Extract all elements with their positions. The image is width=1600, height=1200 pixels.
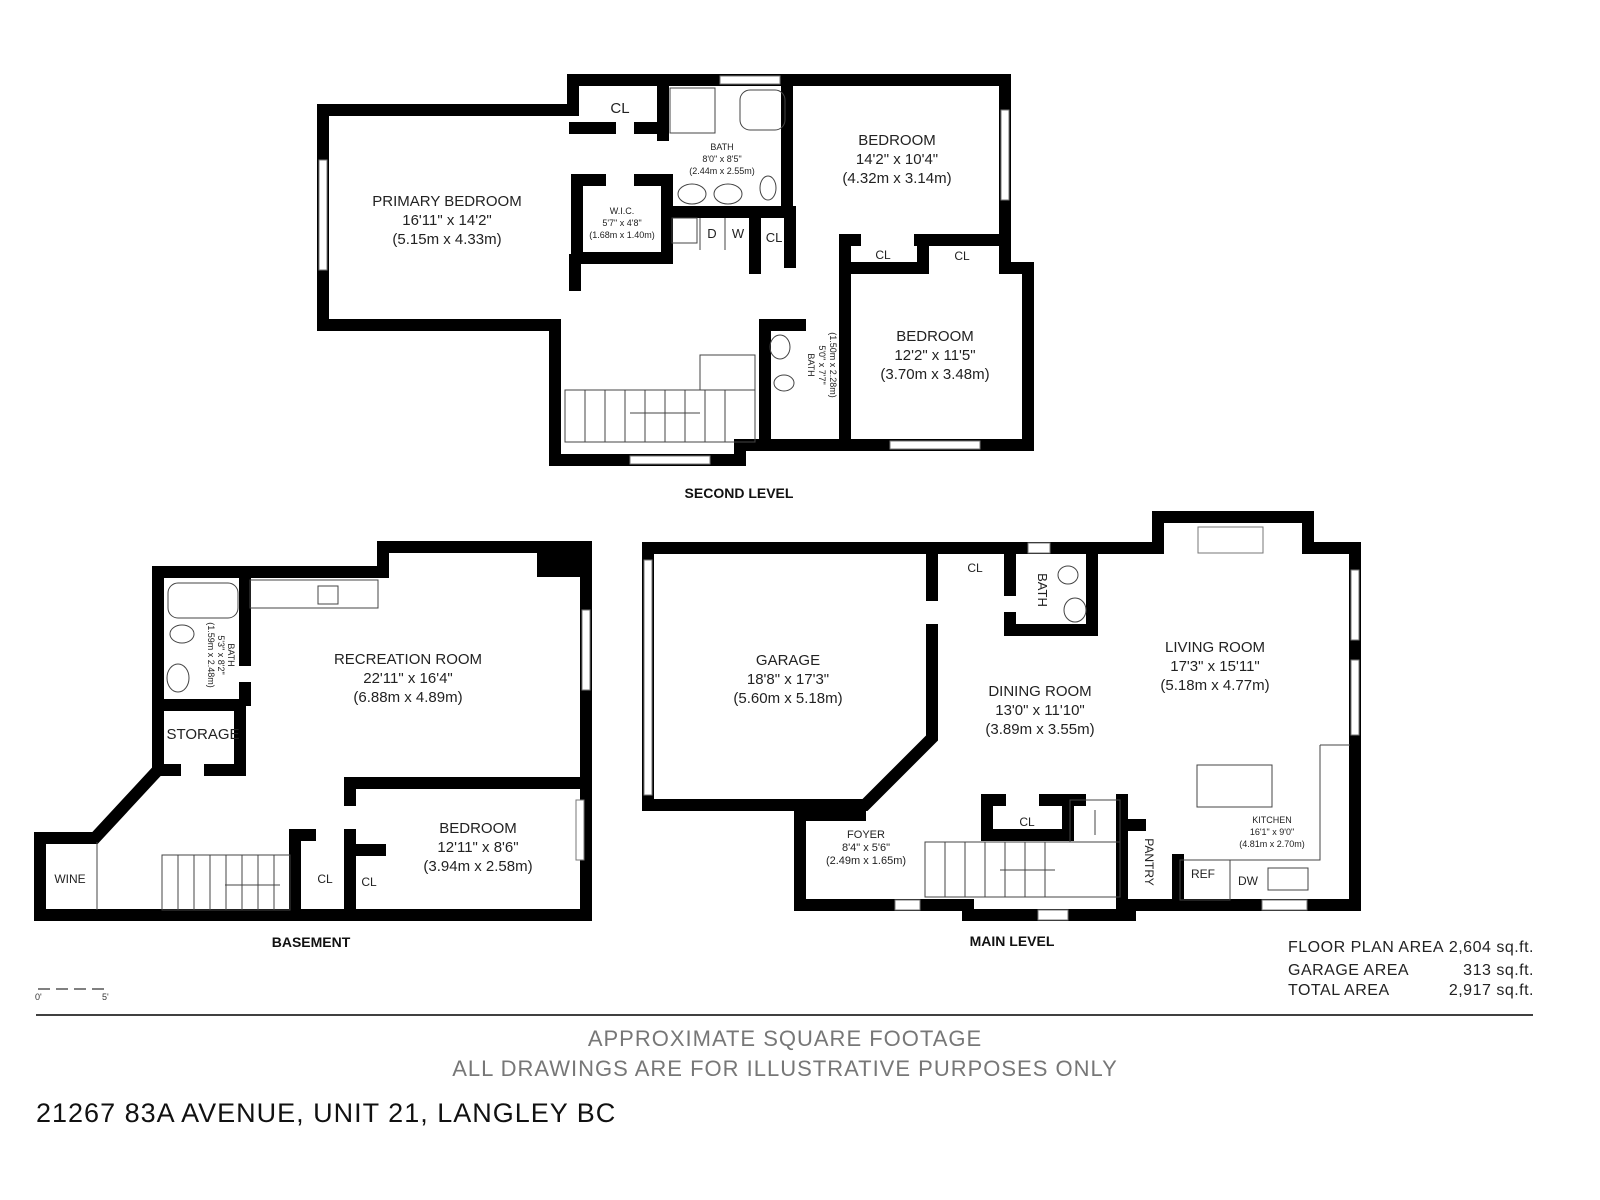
room-name: BEDROOM xyxy=(439,820,517,837)
pantry-label: PANTRY xyxy=(1142,838,1156,886)
room-dims-metric: (1.68m x 1.40m) xyxy=(589,230,655,240)
room-dims-metric: (4.81m x 2.70m) xyxy=(1239,839,1305,849)
level-label: BASEMENT xyxy=(272,934,351,950)
room-dims-metric: (3.70m x 3.48m) xyxy=(880,366,989,383)
scale-bar: 0' 5' xyxy=(35,988,110,1002)
stairs xyxy=(161,854,291,911)
closet-label: CL xyxy=(610,100,629,117)
room-dims-metric: (5.15m x 4.33m) xyxy=(392,231,501,248)
room-dims-metric: (3.89m x 3.55m) xyxy=(985,721,1094,738)
window xyxy=(719,75,781,85)
room-dims-imperial: 8'4" x 5'6" xyxy=(842,842,890,854)
room-name: BATH xyxy=(806,353,816,376)
room-dims-imperial: 14'2" x 10'4" xyxy=(856,151,938,168)
property-address: 21267 83A AVENUE, UNIT 21, LANGLEY BC xyxy=(36,1098,617,1128)
closet-label: CL xyxy=(875,248,891,262)
window xyxy=(318,159,328,271)
closet-label: CL xyxy=(361,875,377,889)
room-dims-imperial: 8'0" x 8'5" xyxy=(702,154,741,164)
room-name: BEDROOM xyxy=(896,328,974,345)
room-dims-imperial: 12'11" x 8'6" xyxy=(437,839,518,856)
second-level-outer-walls xyxy=(317,74,1034,466)
scale-end: 5' xyxy=(102,992,109,1002)
room-name: LIVING ROOM xyxy=(1165,639,1265,656)
room-name: PRIMARY BEDROOM xyxy=(372,193,521,210)
closet-label: CL xyxy=(1019,815,1035,829)
window xyxy=(889,440,981,450)
garage-area-value: 313 sq.ft. xyxy=(1463,962,1534,979)
room-dims-imperial: 5'3" x 8'2" xyxy=(216,635,226,674)
closet-label: CL xyxy=(954,249,970,263)
stairs xyxy=(924,799,1121,898)
room-name: FOYER xyxy=(847,829,885,841)
floor-plan-area-value: 2,604 sq.ft. xyxy=(1448,939,1534,956)
room-dims-metric: (5.60m x 5.18m) xyxy=(733,690,842,707)
room-dims-imperial: 18'8" x 17'3" xyxy=(747,671,829,688)
room-dims-imperial: 12'2" x 11'5" xyxy=(894,347,975,364)
floor-plan-area-label: FLOOR PLAN AREA xyxy=(1288,939,1444,956)
room-name: BEDROOM xyxy=(858,132,936,149)
scale-start: 0' xyxy=(35,992,42,1002)
room-dims-imperial: 22'11" x 16'4" xyxy=(363,670,453,687)
room-dims-metric: (2.44m x 2.55m) xyxy=(689,166,755,176)
closet-label: CL xyxy=(317,872,333,886)
level-label: MAIN LEVEL xyxy=(970,933,1055,949)
room-dims-imperial: 5'0" x 7'7" xyxy=(817,345,827,384)
disclaimer-line-1: APPROXIMATE SQUARE FOOTAGE xyxy=(587,1026,983,1051)
room-dims-metric: (3.94m x 2.58m) xyxy=(423,858,532,875)
closet-label: CL xyxy=(967,561,983,575)
window xyxy=(629,455,711,465)
dishwasher-label: DW xyxy=(1238,874,1259,888)
main-level-outer-walls xyxy=(642,511,1361,921)
room-dims-metric: (1.59m x 2.48m) xyxy=(206,622,216,688)
second-level-plan: CL PRIMARY BEDROOM 16'11" x 14'2" (5.15m… xyxy=(317,74,1034,501)
room-dims-imperial: 17'3" x 15'11" xyxy=(1170,658,1260,675)
stairs xyxy=(564,354,756,443)
closet-label: CL xyxy=(766,230,783,245)
room-dims-imperial: 5'7" x 4'8" xyxy=(602,218,641,228)
room-name: W.I.C. xyxy=(610,206,635,216)
bath-label: BATH xyxy=(1035,573,1050,607)
room-dims-metric: (5.18m x 4.77m) xyxy=(1160,677,1269,694)
main-level-plan: GARAGE 18'8" x 17'3" (5.60m x 5.18m) DIN… xyxy=(642,511,1361,949)
basement-plan: RECREATION ROOM 22'11" x 16'4" (6.88m x … xyxy=(34,541,592,950)
total-area-value: 2,917 sq.ft. xyxy=(1448,982,1534,999)
room-dims-metric: (6.88m x 4.89m) xyxy=(353,689,462,706)
room-dims-imperial: 13'0" x 11'10" xyxy=(995,702,1085,719)
garage-area-label: GARAGE AREA xyxy=(1288,962,1410,979)
window xyxy=(1000,109,1010,201)
room-name: BATH xyxy=(226,643,236,666)
room-dims-metric: (1.50m x 2.28m) xyxy=(828,332,838,398)
total-area-label: TOTAL AREA xyxy=(1288,982,1390,999)
room-dims-metric: (2.49m x 1.65m) xyxy=(826,855,906,867)
room-name: RECREATION ROOM xyxy=(334,651,482,668)
dryer-label: D xyxy=(707,226,716,241)
refrigerator-label: REF xyxy=(1191,867,1215,881)
disclaimer-line-2: ALL DRAWINGS ARE FOR ILLUSTRATIVE PURPOS… xyxy=(452,1056,1118,1081)
washer-label: W xyxy=(732,226,745,241)
storage-label: STORAGE xyxy=(166,726,239,743)
basement-interior-walls xyxy=(157,566,586,921)
basement-outer-walls xyxy=(34,541,592,921)
room-dims-metric: (4.32m x 3.14m) xyxy=(842,170,951,187)
room-dims-imperial: 16'11" x 14'2" xyxy=(402,212,492,229)
second-level-interior-walls xyxy=(569,74,1011,451)
level-label: SECOND LEVEL xyxy=(685,485,794,501)
room-name: GARAGE xyxy=(756,652,820,669)
room-dims-imperial: 16'1" x 9'0" xyxy=(1250,827,1294,837)
room-name: BATH xyxy=(710,142,733,152)
room-name: KITCHEN xyxy=(1252,815,1292,825)
wine-label: WINE xyxy=(54,872,85,886)
room-name: DINING ROOM xyxy=(988,683,1091,700)
